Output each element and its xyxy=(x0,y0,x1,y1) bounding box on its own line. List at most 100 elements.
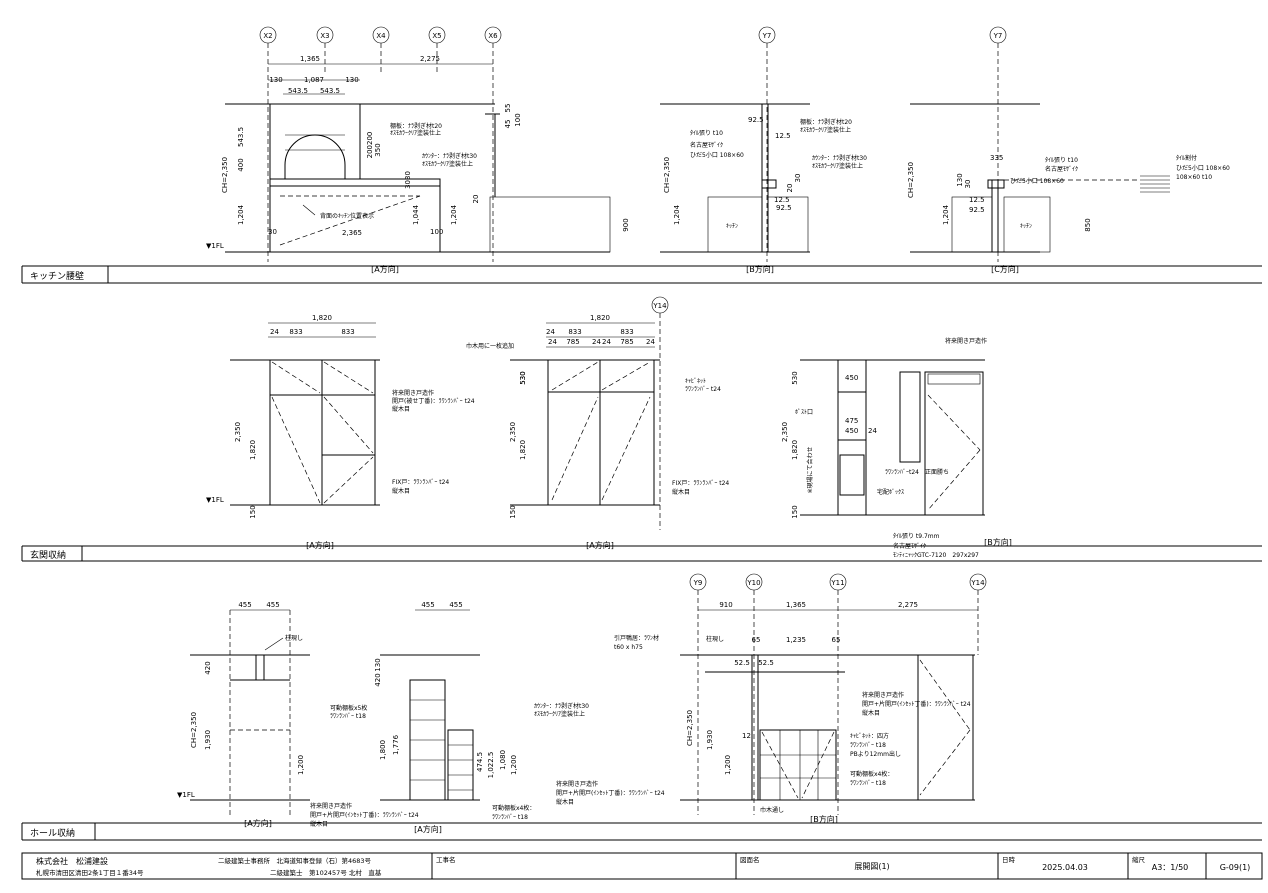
svg-text:20: 20 xyxy=(786,184,794,193)
svg-text:ｵｽﾓｶﾗｰｸﾘｱ塗装仕上: ｵｽﾓｶﾗｰｸﾘｱ塗装仕上 xyxy=(422,160,473,168)
svg-text:棚板：ﾅﾗ剥ぎ材t20: 棚板：ﾅﾗ剥ぎ材t20 xyxy=(800,118,852,126)
grid-bubble-x4: X4 xyxy=(372,26,390,75)
svg-text:ﾎﾟｽﾄ口: ﾎﾟｽﾄ口 xyxy=(795,409,813,416)
svg-text:12.5: 12.5 xyxy=(969,196,985,204)
svg-text:ｷｬﾋﾞﾈｯﾄ: ｷｬﾋﾞﾈｯﾄ xyxy=(685,378,706,385)
svg-text:Y9: Y9 xyxy=(693,579,703,587)
svg-text:縦木目: 縦木目 xyxy=(310,820,328,828)
date-value: 2025.04.03 xyxy=(1042,863,1088,872)
svg-text:巾木用に一枚追加: 巾木用に一枚追加 xyxy=(466,342,514,350)
svg-text:785: 785 xyxy=(566,338,579,346)
svg-text:名古屋ﾓｻﾞｲｸ: 名古屋ﾓｻﾞｲｸ xyxy=(690,141,723,149)
svg-text:420: 420 xyxy=(204,661,212,674)
svg-text:92.5: 92.5 xyxy=(748,116,764,124)
svg-text:縦木目: 縦木目 xyxy=(672,488,690,496)
svg-text:92.5: 92.5 xyxy=(776,204,792,212)
svg-text:2,275: 2,275 xyxy=(898,601,918,609)
svg-text:100: 100 xyxy=(430,228,443,236)
svg-text:CH=2,350: CH=2,350 xyxy=(190,712,198,748)
svg-text:1,820: 1,820 xyxy=(249,440,257,460)
svg-text:2,350: 2,350 xyxy=(509,422,517,442)
svg-text:455: 455 xyxy=(421,601,434,609)
svg-text:ﾗﾜﾝﾗﾝﾊﾞｰ t18: ﾗﾜﾝﾗﾝﾊﾞｰ t18 xyxy=(492,814,528,821)
svg-text:ﾗﾜﾝﾗﾝﾊﾞｰ t18: ﾗﾜﾝﾗﾝﾊﾞｰ t18 xyxy=(330,713,366,720)
svg-text:Y14: Y14 xyxy=(652,302,667,310)
svg-text:将来開き戸造作: 将来開き戸造作 xyxy=(862,691,904,699)
svg-text:130: 130 xyxy=(374,658,382,671)
section-title-entrance: 玄関収納 xyxy=(30,549,66,561)
svg-text:1,080: 1,080 xyxy=(499,750,507,770)
svg-text:名古屋ﾓｻﾞｲｸ: 名古屋ﾓｻﾞｲｸ xyxy=(893,542,926,550)
kitchen-b-elevation: Y7 CH=2,350 1,204 30 20 92.5 12.5 12.5 9… xyxy=(660,26,867,274)
title-block xyxy=(21,852,1263,880)
svg-text:24: 24 xyxy=(548,338,557,346)
svg-text:FIX戸：ﾗﾜﾝﾗﾝﾊﾞｰ t24: FIX戸：ﾗﾜﾝﾗﾝﾊﾞｰ t24 xyxy=(672,480,729,487)
svg-text:Y14: Y14 xyxy=(970,579,985,587)
svg-text:150: 150 xyxy=(249,505,257,518)
project-label: 工事名 xyxy=(436,855,456,864)
svg-text:ﾀｲﾙ割付: ﾀｲﾙ割付 xyxy=(1176,154,1197,162)
svg-text:1,800: 1,800 xyxy=(379,740,387,760)
svg-text:CH=2,350: CH=2,350 xyxy=(663,157,671,193)
svg-text:ﾓﾝﾃｨﾆｬｯｸGTC-7120 297x297: ﾓﾝﾃｨﾆｬｯｸGTC-7120 297x297 xyxy=(893,552,979,559)
svg-text:ﾀｲﾙ張り t9.7mm: ﾀｲﾙ張り t9.7mm xyxy=(893,533,940,540)
svg-text:可動棚板x4枚：: 可動棚板x4枚： xyxy=(492,804,535,812)
kitchen-c-elevation: Y7 CH=2,350 1,204 850 130 30 335 12.5 92… xyxy=(907,26,1230,274)
svg-text:24: 24 xyxy=(592,338,601,346)
svg-text:474.5: 474.5 xyxy=(476,752,484,772)
svg-text:455: 455 xyxy=(449,601,462,609)
svg-text:335: 335 xyxy=(990,154,1003,162)
company-address: 札幌市清田区清田2条1丁目１番34号 xyxy=(36,868,144,877)
svg-text:ｶｳﾝﾀｰ：ﾅﾗ剥ぎ材t30: ｶｳﾝﾀｰ：ﾅﾗ剥ぎ材t30 xyxy=(812,154,867,162)
svg-text:130: 130 xyxy=(345,76,358,84)
svg-text:1,365: 1,365 xyxy=(300,55,320,63)
svg-text:130: 130 xyxy=(269,76,282,84)
svg-text:833: 833 xyxy=(289,328,302,336)
svg-text:CH=2,350: CH=2,350 xyxy=(686,710,694,746)
svg-text:開戸(被せ丁番)：ﾗﾜﾝﾗﾝﾊﾞｰ t24: 開戸(被せ丁番)：ﾗﾜﾝﾗﾝﾊﾞｰ t24 xyxy=(392,397,475,405)
svg-text:1,200: 1,200 xyxy=(510,755,518,775)
svg-text:将来開き戸造作: 将来開き戸造作 xyxy=(392,389,434,397)
svg-text:475: 475 xyxy=(845,417,858,425)
svg-text:1,820: 1,820 xyxy=(312,314,332,322)
svg-text:450: 450 xyxy=(845,374,858,382)
svg-text:2,365: 2,365 xyxy=(342,229,362,237)
sheet-number: G-09(1) xyxy=(1220,863,1251,872)
grid-bubble-y7b: Y7 xyxy=(989,26,1007,262)
svg-text:棚板：ﾅﾗ剥ぎ材t20: 棚板：ﾅﾗ剥ぎ材t20 xyxy=(390,122,442,130)
svg-text:24: 24 xyxy=(646,338,655,346)
svg-text:FIX戸：ﾗﾜﾝﾗﾝﾊﾞｰ t24: FIX戸：ﾗﾜﾝﾗﾝﾊﾞｰ t24 xyxy=(392,479,449,486)
svg-text:ｷｬﾋﾞﾈｯﾄ：四方: ｷｬﾋﾞﾈｯﾄ：四方 xyxy=(850,732,889,740)
svg-text:X6: X6 xyxy=(488,32,498,40)
svg-text:350: 350 xyxy=(374,143,382,156)
architect-registration: 二級建築士 第102457号 北村 直基 xyxy=(270,868,382,877)
scale-label: 縮尺 xyxy=(1132,855,1146,864)
svg-text:543.5: 543.5 xyxy=(237,127,245,147)
svg-text:543.5: 543.5 xyxy=(288,87,308,95)
svg-text:400: 400 xyxy=(237,158,245,171)
svg-text:▼1FL: ▼1FL xyxy=(177,791,195,799)
hall-b-elevation: Y9 Y10 Y11 Y14 910 1,365 2,275 65 1,235 … xyxy=(614,573,987,824)
svg-text:※現場にて合わせ: ※現場にて合わせ xyxy=(806,446,814,493)
svg-text:130: 130 xyxy=(956,173,964,186)
svg-text:24: 24 xyxy=(868,427,877,435)
svg-text:ｷｯﾁﾝ: ｷｯﾁﾝ xyxy=(726,223,738,230)
section-title-kitchen: キッチン腰壁 xyxy=(30,270,84,282)
svg-text:縦木目: 縦木目 xyxy=(556,798,574,806)
svg-text:2,350: 2,350 xyxy=(234,422,242,442)
view-label: [A方向] xyxy=(371,264,399,274)
svg-text:1,776: 1,776 xyxy=(392,734,400,755)
svg-text:名古屋ﾓｻﾞｲｸ: 名古屋ﾓｻﾞｲｸ xyxy=(1045,165,1078,173)
svg-text:ﾗﾜﾝﾗﾝﾊﾞｰ t18: ﾗﾜﾝﾗﾝﾊﾞｰ t18 xyxy=(850,780,886,787)
grid-bubble-x6: X6 xyxy=(484,26,502,262)
svg-text:12.5: 12.5 xyxy=(775,132,791,140)
view-label: [A方向] xyxy=(244,818,272,828)
grid-bubble-x3: X3 xyxy=(316,26,334,75)
svg-text:背面のｷｯﾁﾝ位置表示: 背面のｷｯﾁﾝ位置表示 xyxy=(320,212,374,220)
svg-text:530: 530 xyxy=(791,371,799,384)
svg-text:1,204: 1,204 xyxy=(237,204,245,225)
svg-text:縦木目: 縦木目 xyxy=(392,487,410,495)
svg-text:24: 24 xyxy=(546,328,555,336)
svg-text:850: 850 xyxy=(1084,218,1092,231)
